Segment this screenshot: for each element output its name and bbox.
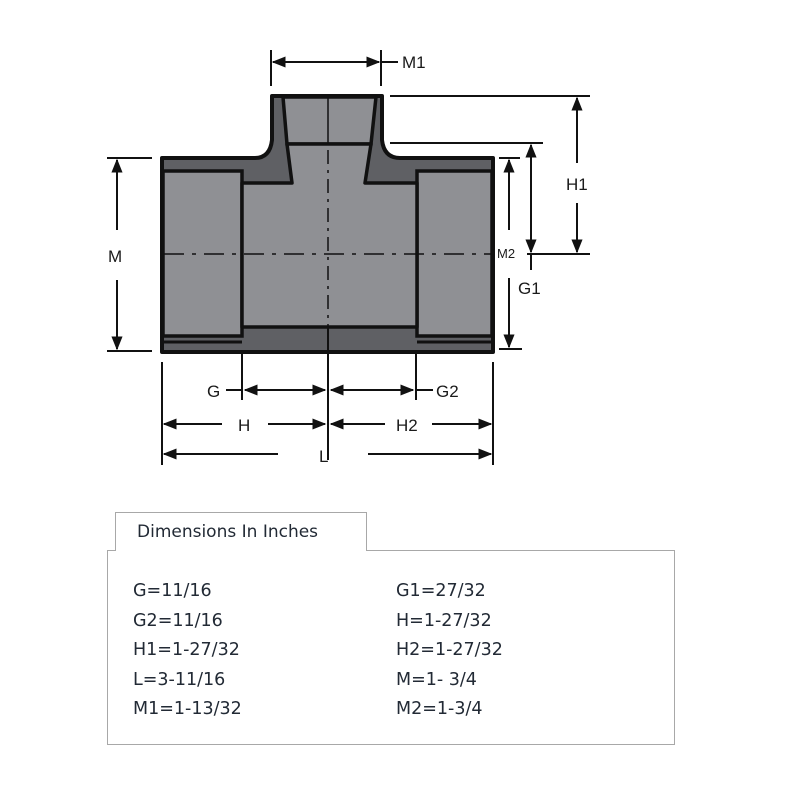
label-h: H [238, 416, 250, 435]
dimension-value: G1=27/32 [396, 581, 486, 601]
dimension-value: M2=1-3/4 [396, 699, 483, 719]
label-g2: G2 [436, 382, 459, 401]
label-l: L [319, 447, 328, 466]
dim-h-h2-l [161, 362, 494, 465]
dim-m [107, 157, 152, 352]
dimensions-list: G=11/16 G1=27/32 G2=11/16 H=1-27/32 H1=1… [133, 577, 596, 725]
dimension-value: G=11/16 [133, 581, 212, 601]
dimension-value: M1=1-13/32 [133, 699, 242, 719]
label-h2: H2 [396, 416, 418, 435]
label-h1: H1 [566, 175, 588, 194]
label-m1: M1 [402, 53, 426, 72]
tee-body [160, 94, 495, 460]
dimension-value: G2=11/16 [133, 610, 223, 631]
dim-h1 [390, 95, 590, 255]
dimension-value: L=3-11/16 [133, 669, 226, 690]
dim-g1 [390, 142, 543, 270]
tee-fitting-diagram: M1 M M2 G1 H1 G G2 [107, 50, 590, 466]
dimension-value: H=1-27/32 [396, 610, 492, 631]
dimension-value: H1=1-27/32 [133, 640, 240, 660]
label-g: G [207, 382, 220, 401]
dimensions-tab[interactable]: Dimensions In Inches [115, 512, 367, 551]
dimensions-tab-label: Dimensions In Inches [137, 522, 319, 542]
label-g1: G1 [518, 279, 541, 298]
dim-m2 [499, 157, 522, 350]
dimension-value: M=1- 3/4 [396, 669, 477, 690]
label-m2: M2 [497, 246, 515, 261]
dim-g-g2 [226, 350, 433, 400]
dimension-value: H2=1-27/32 [396, 640, 503, 660]
label-m: M [108, 247, 122, 266]
dim-m1 [270, 50, 398, 86]
dimensions-panel: G=11/16 G1=27/32 G2=11/16 H=1-27/32 H1=1… [107, 550, 675, 745]
